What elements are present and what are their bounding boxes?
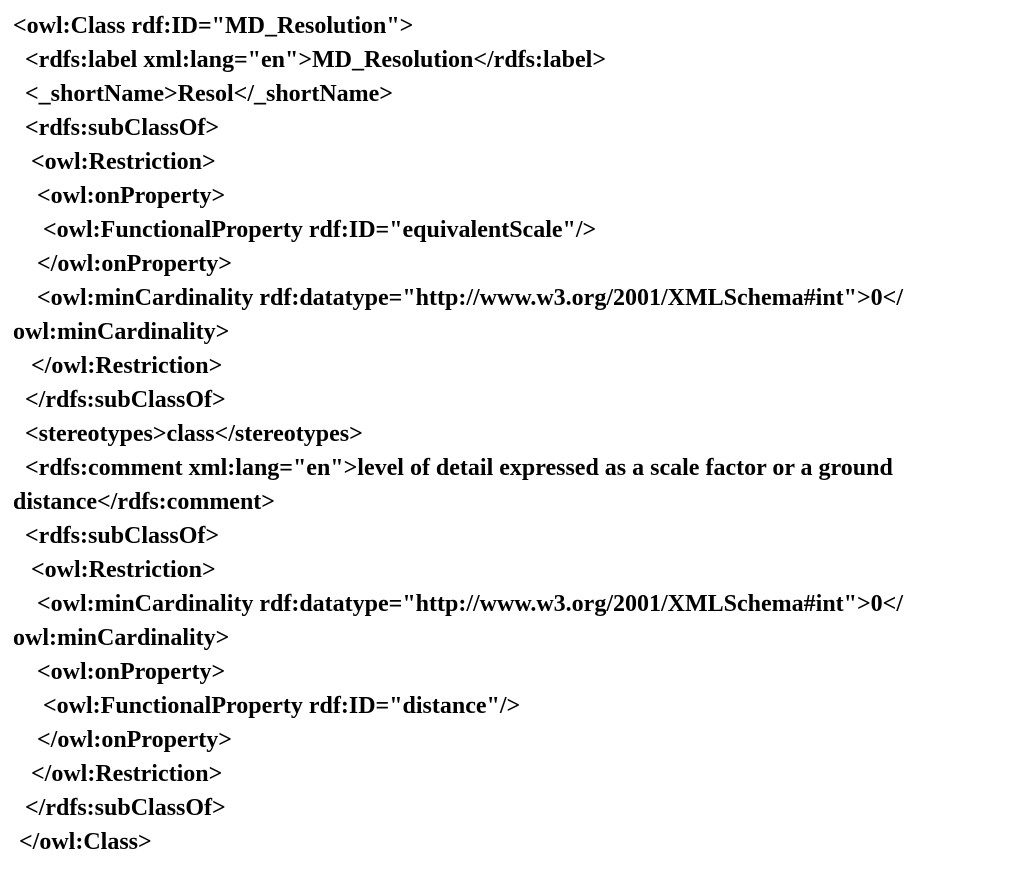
- code-line: </owl:onProperty>: [13, 727, 232, 753]
- code-line: <_shortName>Resol</_shortName>: [13, 81, 393, 107]
- code-line: </owl:Restriction>: [13, 761, 223, 787]
- code-line: <owl:minCardinality rdf:datatype="http:/…: [13, 591, 904, 617]
- code-line: <rdfs:subClassOf>: [13, 523, 220, 549]
- code-line: owl:minCardinality>: [13, 625, 230, 651]
- code-line: <owl:FunctionalProperty rdf:ID="distance…: [13, 693, 521, 719]
- code-line: <owl:Restriction>: [13, 149, 216, 175]
- code-line: <owl:onProperty>: [13, 183, 226, 209]
- code-line: <owl:Class rdf:ID="MD_Resolution">: [13, 13, 414, 39]
- code-line: <stereotypes>class</stereotypes>: [13, 421, 363, 447]
- code-line: </owl:onProperty>: [13, 251, 232, 277]
- code-line: distance</rdfs:comment>: [13, 489, 275, 515]
- code-line: <owl:Restriction>: [13, 557, 216, 583]
- code-line: <owl:FunctionalProperty rdf:ID="equivale…: [13, 217, 597, 243]
- code-line: </rdfs:subClassOf>: [13, 387, 226, 413]
- code-line: <rdfs:label xml:lang="en">MD_Resolution<…: [13, 47, 607, 73]
- code-line: <owl:minCardinality rdf:datatype="http:/…: [13, 285, 904, 311]
- code-line: <rdfs:subClassOf>: [13, 115, 220, 141]
- xml-code-listing: <owl:Class rdf:ID="MD_Resolution"> <rdfs…: [13, 9, 1011, 859]
- code-line: <owl:onProperty>: [13, 659, 226, 685]
- code-line: </owl:Restriction>: [13, 353, 223, 379]
- code-line: owl:minCardinality>: [13, 319, 230, 345]
- code-line: </rdfs:subClassOf>: [13, 795, 226, 821]
- code-line: </owl:Class>: [13, 829, 152, 855]
- code-line: <rdfs:comment xml:lang="en">level of det…: [13, 455, 893, 481]
